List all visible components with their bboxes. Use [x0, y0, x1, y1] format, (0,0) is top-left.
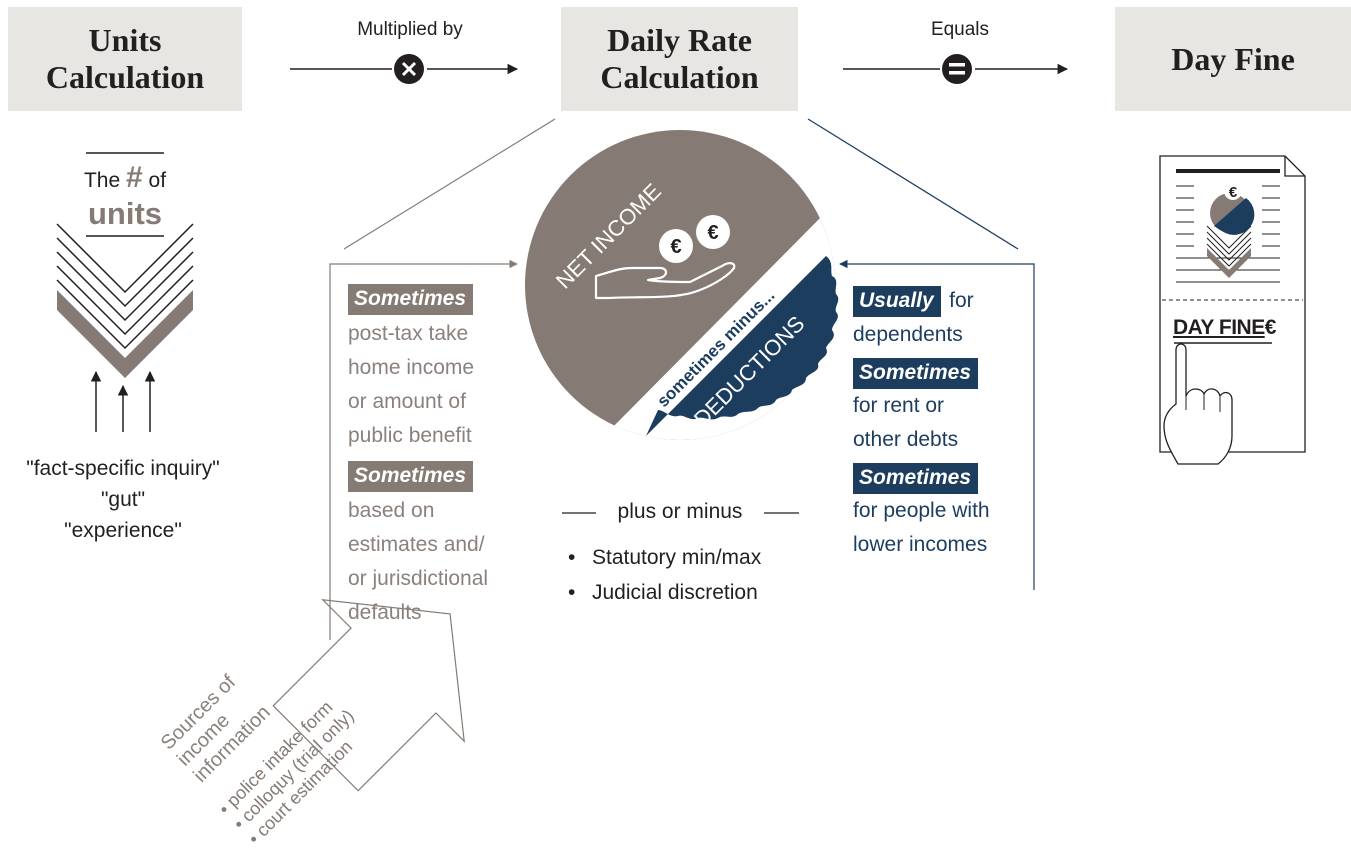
sometimes-tag: Sometimes: [853, 463, 979, 494]
income-item-1: Sometimes post-tax take home income or a…: [348, 284, 528, 453]
inquiry-fact-specific: "fact-specific inquiry": [26, 457, 220, 480]
sometimes-tag: Sometimes: [348, 284, 474, 315]
multiplied-by-label: Multiplied by: [357, 19, 463, 40]
inquiry-experience: "experience": [64, 519, 182, 542]
inquiry-arrows: [90, 370, 156, 432]
svg-text:€: €: [1229, 184, 1238, 201]
inquiry-list: "fact-specific inquiry" "gut" "experienc…: [0, 453, 246, 546]
sources-arrow: [272, 599, 465, 792]
svg-text:€: €: [707, 222, 718, 244]
deduction-item-3: Sometimes for people with lower incomes: [853, 463, 1033, 562]
day-fine-document-icon: €: [1159, 155, 1306, 453]
hash-symbol: #: [125, 161, 143, 194]
equals-icon: [942, 54, 972, 84]
usually-tag: Usually: [853, 286, 941, 317]
sometimes-tag: Sometimes: [853, 358, 979, 389]
sometimes-tag: Sometimes: [348, 461, 474, 492]
day-fine-header: Day Fine: [1115, 7, 1351, 111]
deduction-item-1: Usually for dependents: [853, 284, 1033, 352]
daily-rate-calculation-header: Daily Rate Calculation: [561, 7, 798, 111]
pointing-hand-icon: [1163, 343, 1233, 465]
net-income-circle: [525, 130, 835, 440]
inquiry-gut: "gut": [100, 488, 146, 511]
multiply-operator: [290, 54, 519, 84]
equals-operator: [843, 54, 1069, 84]
units-word: units: [87, 196, 163, 231]
day-fine-title: Day Fine: [1171, 40, 1295, 77]
units-calculation-header: Units Calculation: [8, 7, 242, 111]
svg-text:€: €: [670, 236, 681, 258]
units-calculation-title: Units Calculation: [45, 22, 205, 95]
adjustment-bullet: •Statutory min/max: [568, 546, 762, 569]
adjustments-list: •Statutory min/max •Judicial discretion: [568, 540, 761, 610]
deductions-panel: Usually for dependents Sometimes for ren…: [853, 284, 1033, 562]
units-count-label: The # of: [83, 161, 167, 194]
plus-or-minus-label: plus or minus: [617, 500, 743, 523]
daily-rate-calculation-title: Daily Rate Calculation: [600, 22, 759, 95]
units-stack-icon: [56, 223, 194, 378]
day-fine-document-label: DAY FINE€: [1173, 316, 1276, 339]
income-item-2: Sometimes based on estimates and/ or jur…: [348, 461, 528, 630]
hand-coins-icon: € €: [594, 215, 736, 300]
equals-label: Equals: [930, 19, 990, 40]
deductions-shape: [646, 256, 839, 436]
income-panel: Sometimes post-tax take home income or a…: [348, 284, 528, 630]
deduction-item-2: Sometimes for rent or other debts: [853, 358, 1033, 457]
adjustment-bullet: •Judicial discretion: [568, 581, 758, 604]
